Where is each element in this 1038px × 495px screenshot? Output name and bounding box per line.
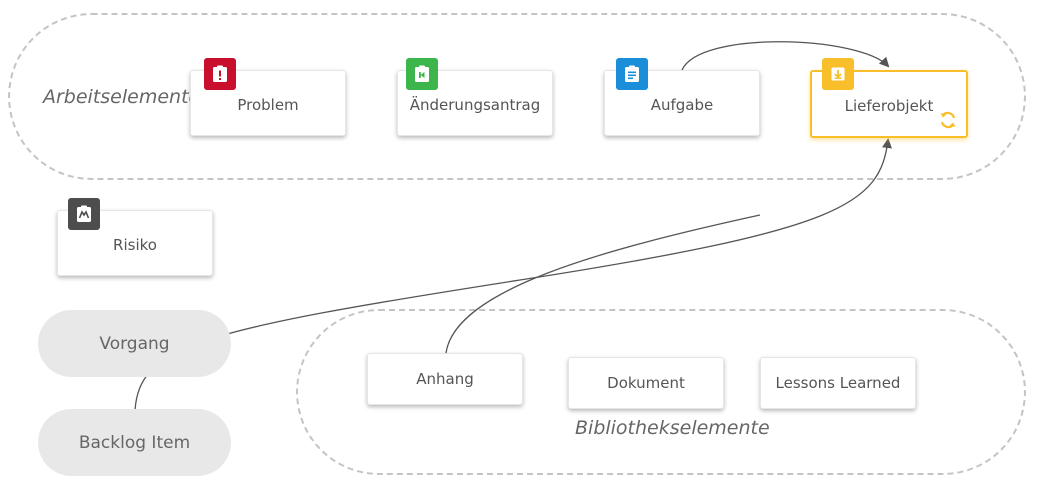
- attachment-card-label: Anhang: [416, 370, 474, 388]
- work-elements-label: Arbeitselemente: [43, 86, 201, 108]
- risk-card-label: Risiko: [113, 236, 157, 254]
- risk-clipboard-icon: [68, 198, 100, 230]
- document-card[interactable]: Dokument: [568, 357, 724, 409]
- change-request-card-label: Änderungsantrag: [409, 96, 541, 114]
- document-card-label: Dokument: [607, 374, 685, 392]
- problem-card-label: Problem: [237, 96, 299, 114]
- library-elements-label: Bibliothekselemente: [575, 417, 770, 439]
- task-card-label: Aufgabe: [650, 96, 714, 114]
- lessons-learned-card-label: Lessons Learned: [775, 374, 901, 392]
- backlog-item-pill-label: Backlog Item: [78, 432, 191, 453]
- process-pill[interactable]: Vorgang: [38, 310, 231, 377]
- change-clipboard-icon: [406, 58, 438, 90]
- backlog-item-pill[interactable]: Backlog Item: [38, 409, 231, 476]
- deliverable-card-label: Lieferobjekt: [844, 97, 934, 115]
- attachment-card[interactable]: Anhang: [367, 353, 523, 405]
- task-clipboard-icon: [616, 58, 648, 90]
- deliverable-box-icon: [822, 58, 854, 90]
- lessons-learned-card[interactable]: Lessons Learned: [760, 357, 916, 409]
- process-pill-label: Vorgang: [99, 333, 170, 354]
- alert-clipboard-icon: [204, 58, 236, 90]
- sync-icon: [940, 111, 956, 129]
